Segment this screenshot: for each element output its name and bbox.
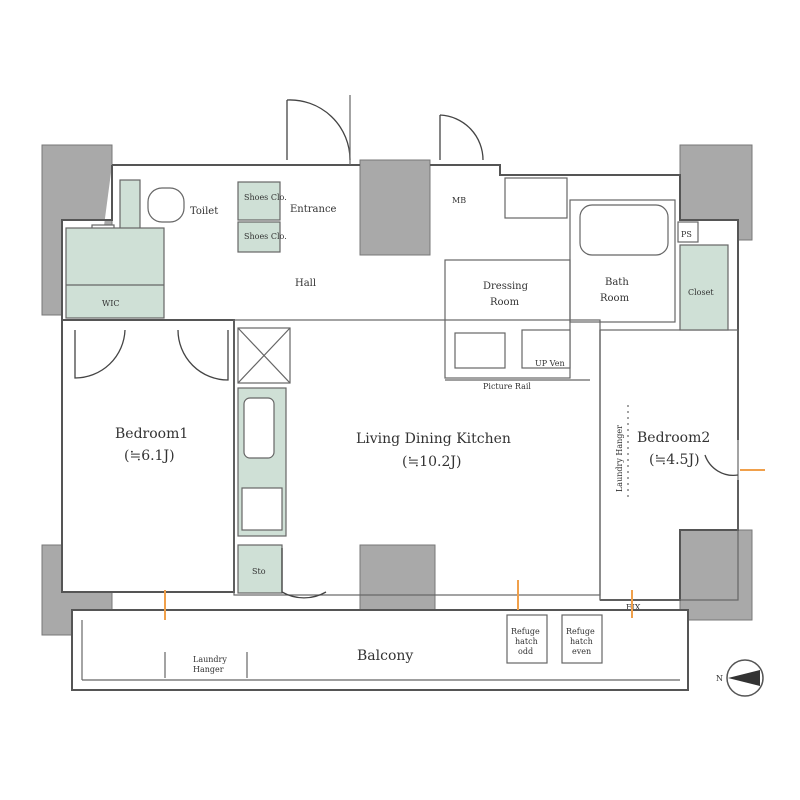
bedroom1-walls	[61, 319, 235, 593]
toilet-label: Toilet	[190, 206, 218, 217]
wic-label: WIC	[102, 299, 120, 308]
washing-machine	[521, 329, 571, 369]
refuge-hatch-odd	[506, 614, 548, 664]
shoes-closet-2-label: Shoes Clo.	[244, 232, 287, 241]
refrigerator-cross	[237, 327, 291, 384]
ps-right-label: PS	[681, 230, 692, 239]
bedroom1-area: (≒6.1J)	[124, 448, 175, 464]
wic-area	[65, 227, 165, 319]
entrance-door-right[interactable]	[439, 114, 484, 161]
laundry-hanger-label-1: Laundry	[193, 655, 227, 664]
bathtub	[579, 204, 669, 256]
fix-label: FIX	[626, 603, 641, 612]
wic-door[interactable]	[74, 329, 126, 379]
closet-label: Closet	[688, 288, 714, 297]
picture-rail-label: Picture Rail	[483, 382, 531, 391]
bedroom2-area: (≒4.5J)	[649, 452, 700, 468]
refuge-1-label-3: odd	[518, 647, 533, 656]
closet-area	[679, 244, 729, 331]
bedroom1-door[interactable]	[177, 329, 229, 381]
dressing-room-label-1: Dressing	[483, 281, 529, 292]
refuge-1-label-2: hatch	[515, 637, 538, 646]
shoes-closet-1	[237, 181, 281, 221]
column-center-bottom	[359, 544, 436, 621]
dressing-room-label-2: Room	[490, 297, 520, 308]
up-ven-label: UP Ven	[535, 359, 565, 368]
bath-room-label-1: Bath	[605, 277, 629, 288]
storage-rack	[504, 177, 568, 219]
washbasin	[454, 332, 506, 369]
compass-arrow-icon	[728, 670, 760, 686]
refuge-hatch-even	[561, 614, 603, 664]
compass-label: N	[716, 674, 723, 683]
sto-label: Sto	[252, 567, 266, 576]
shoes-closet-1-label: Shoes Clo.	[244, 193, 287, 202]
toilet-fixture	[147, 187, 185, 223]
ps-right-box	[677, 221, 699, 243]
outer-wall	[61, 164, 739, 601]
storage-sto	[237, 544, 283, 594]
column-bottom-right	[679, 529, 753, 621]
bath-room-label-2: Room	[600, 293, 630, 304]
refuge-2-label-1: Refuge	[566, 627, 595, 636]
refuge-1-label-1: Refuge	[511, 627, 540, 636]
kitchen-stove	[241, 487, 283, 531]
refuge-2-label-3: even	[572, 647, 591, 656]
bath-room-area	[569, 199, 676, 323]
bedroom1-label: Bedroom1	[115, 426, 188, 442]
column-center-top	[359, 159, 431, 256]
entrance-label: Entrance	[290, 204, 337, 215]
balcony-area	[71, 609, 689, 691]
shoes-closet-2	[237, 221, 281, 253]
mb-label: MB	[452, 196, 466, 205]
refuge-2-label-2: hatch	[570, 637, 593, 646]
sto-door[interactable]	[281, 548, 327, 599]
ldk-label: Living Dining Kitchen	[356, 431, 511, 447]
entrance-door-left[interactable]	[286, 99, 351, 161]
bedroom2-label: Bedroom2	[637, 430, 710, 446]
ldk-area: (≒10.2J)	[402, 454, 461, 470]
toilet-storage	[119, 179, 141, 231]
laundry-hanger-vertical: Laundry Hanger	[615, 425, 624, 492]
laundry-hanger-label-2: Hanger	[193, 665, 224, 674]
bedroom2-window-door[interactable]	[704, 454, 739, 476]
balcony-label: Balcony	[357, 648, 413, 664]
hall-label: Hall	[295, 278, 316, 289]
kitchen-sink	[243, 397, 275, 459]
